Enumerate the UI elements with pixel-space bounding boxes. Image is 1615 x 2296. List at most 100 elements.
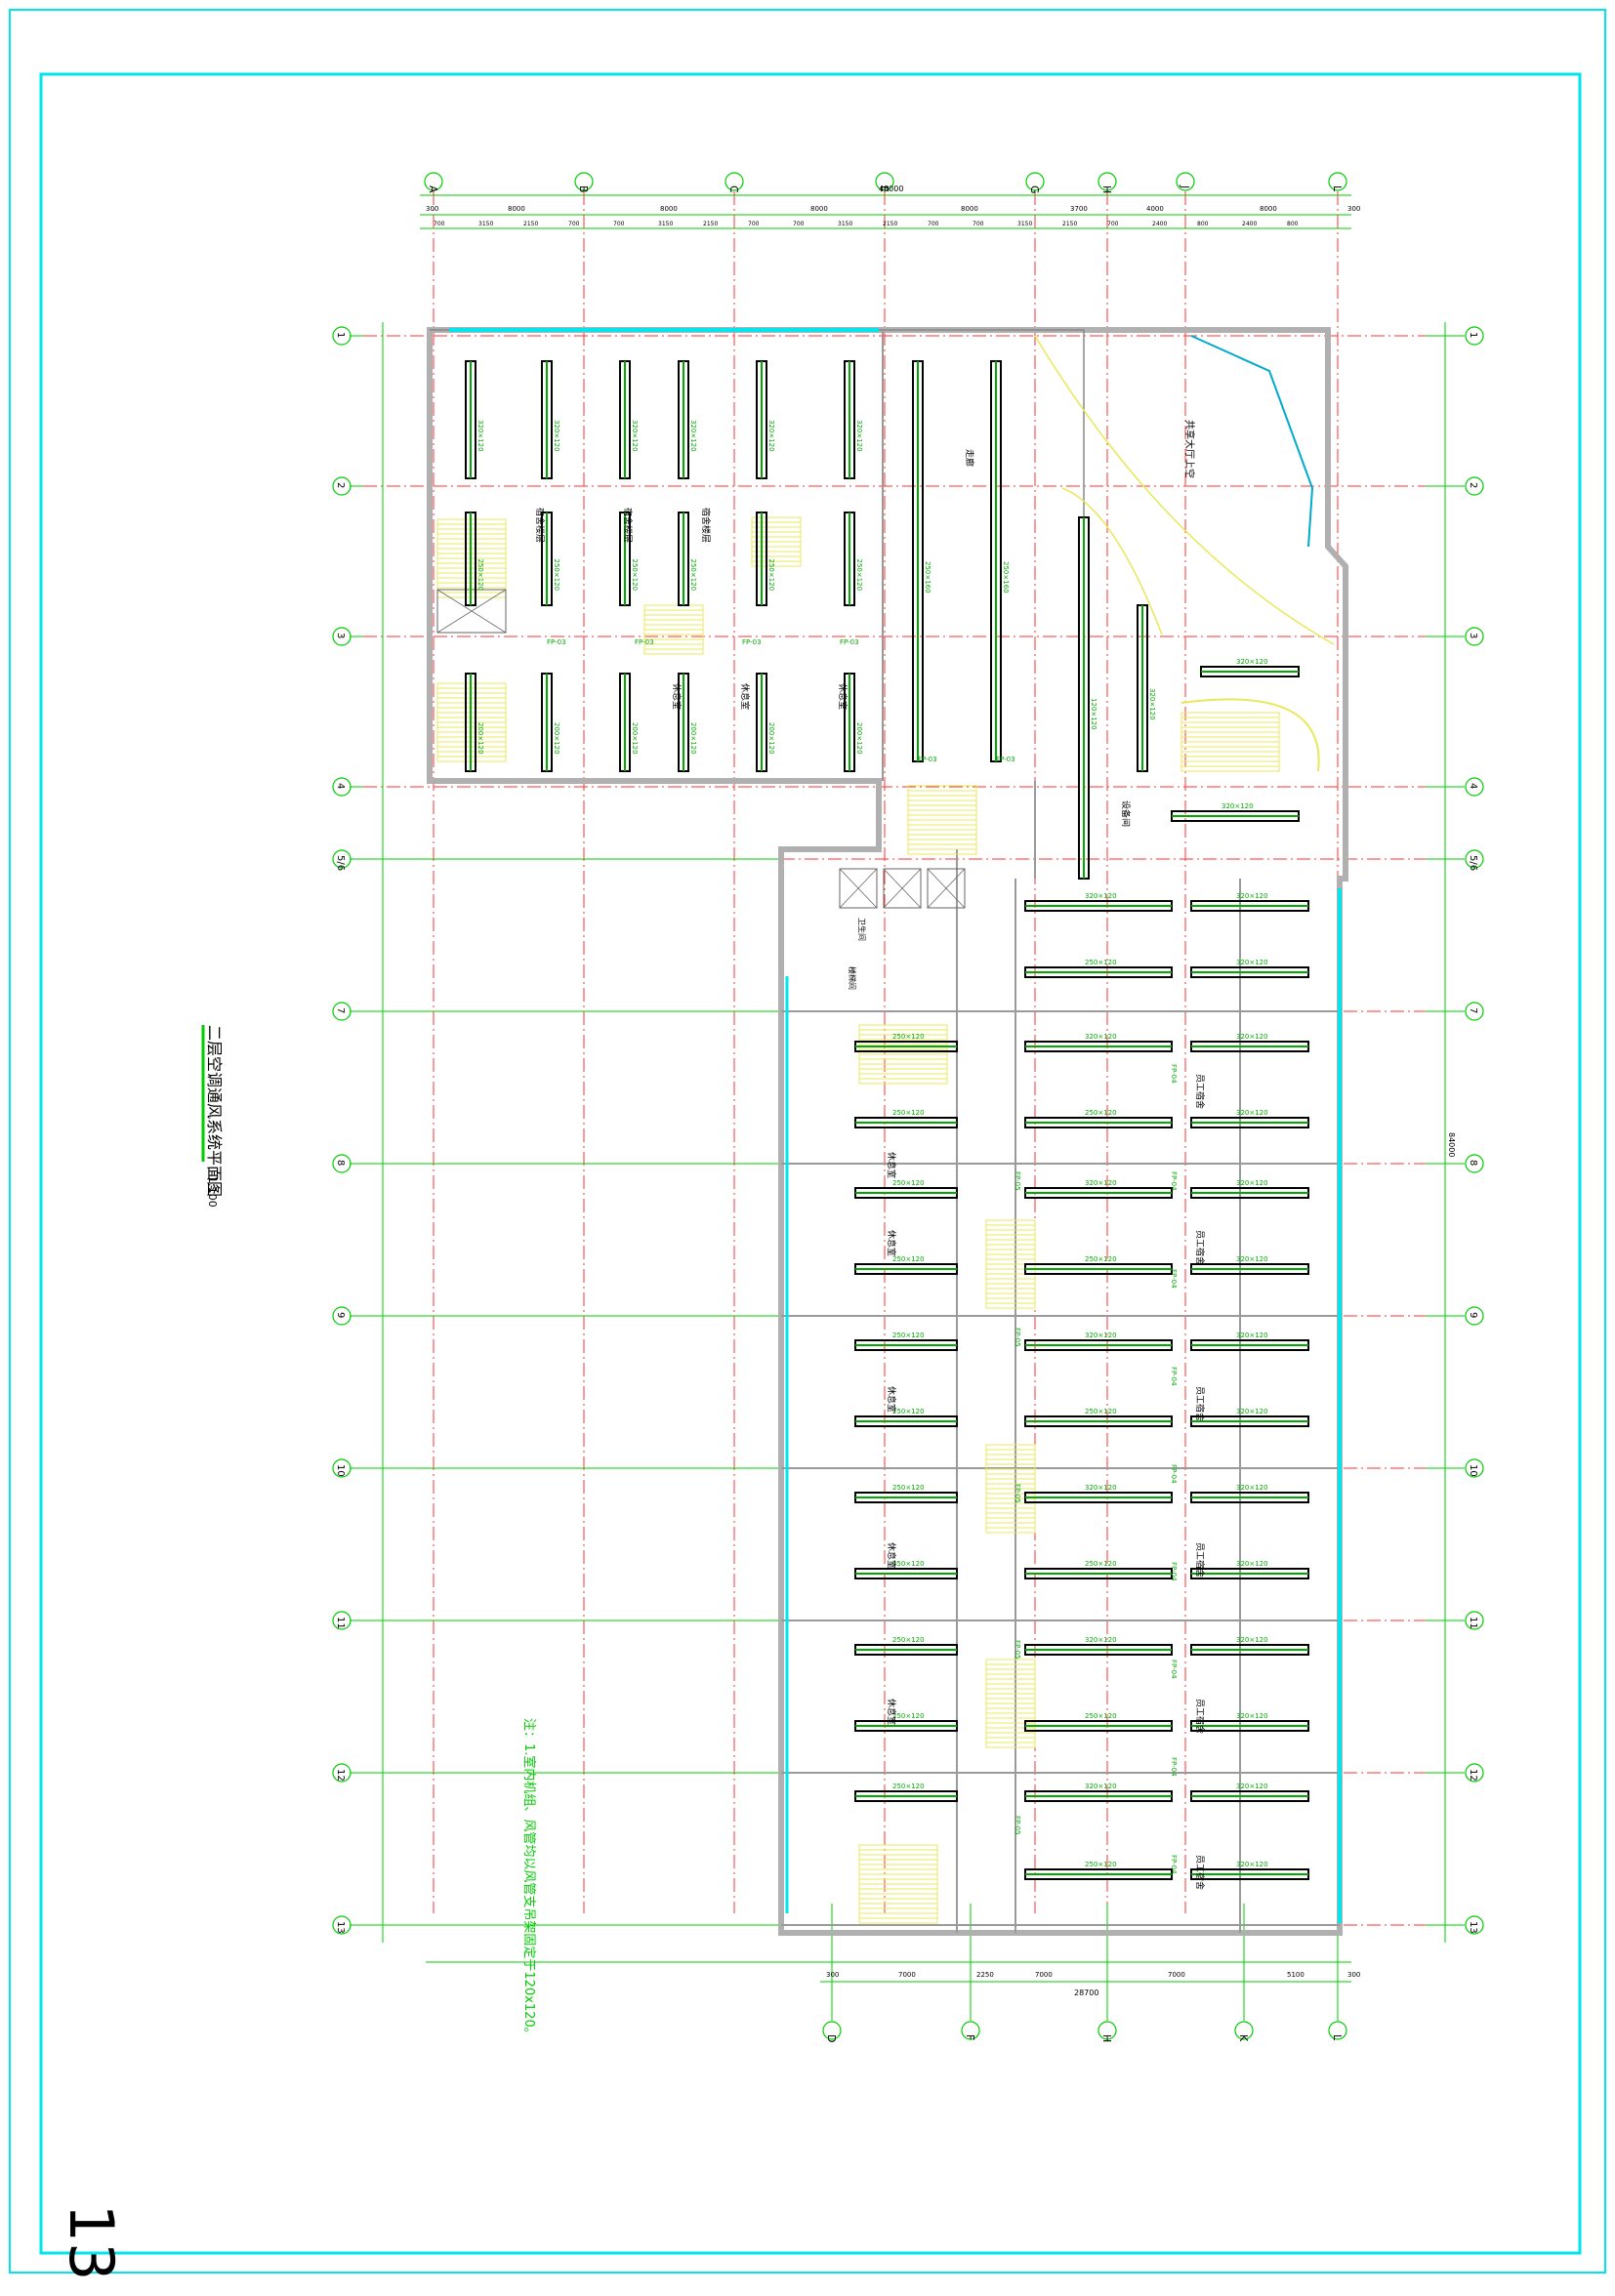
axis-label-left: 10 (335, 1464, 346, 1477)
stair-8 (985, 1659, 1036, 1748)
unit-tag-fp04: FP-04 (1170, 1464, 1178, 1484)
dim-top-text: 300 (426, 205, 438, 213)
unit-tag-fp04: FP-04 (1170, 1562, 1178, 1581)
dim-sub-text: 700 (568, 221, 580, 227)
duct-size-label: 200×120 (476, 722, 484, 755)
axis-label-top: C (727, 185, 740, 193)
duct-size-label: 250×120 (689, 559, 697, 592)
duct-top-row: 320×120 (678, 360, 697, 479)
unit-tag-fp04: FP-04 (1170, 1064, 1178, 1084)
axis-label-right: 8 (1468, 1160, 1478, 1166)
axis-bubble-left (332, 1915, 352, 1935)
stair-label: 楼梯间 (848, 966, 857, 990)
duct-size-label: 250×120 (892, 1484, 925, 1492)
duct-wing-far-east: 320×120 (1190, 959, 1309, 978)
duct-size-label: 250×120 (1085, 1712, 1117, 1720)
duct-size-label: 250×120 (892, 1783, 925, 1790)
corridor-label: 走廊 (964, 449, 975, 467)
equipment-label: 设备间 (1120, 800, 1132, 827)
duct-lobby: 320×120 (1171, 802, 1300, 822)
axis-label-right: 5/6 (1468, 855, 1478, 871)
axis-label-left: 1 (335, 332, 346, 338)
dim-top-text: 300 (1347, 205, 1360, 213)
duct-size-label: 320×120 (1236, 1332, 1268, 1339)
dim-top-text: 8000 (810, 205, 828, 213)
axis-bubble-right (1465, 1915, 1484, 1935)
duct-wing-east: 250×120 (1024, 959, 1173, 978)
duct-wing-far-east: 320×120 (1190, 1783, 1309, 1802)
axis-bubble-left (332, 476, 352, 496)
axis-label-top: A (427, 185, 439, 193)
duct-size-label: 250×120 (1085, 1861, 1117, 1868)
duct-size-label: 200×120 (767, 722, 775, 755)
duct-size-label: 320×120 (1236, 1783, 1268, 1790)
duct-size-label: 250×120 (1085, 1408, 1117, 1415)
page-number: 13 (56, 2203, 127, 2281)
axis-label-right: 12 (1468, 1769, 1478, 1782)
dim-sub-text: 2150 (1062, 221, 1077, 227)
axis-label-left: 12 (335, 1769, 346, 1782)
rest-label: 休息室 (886, 1386, 897, 1413)
axis-bubble-top (1097, 172, 1117, 191)
duct-wing-east: 320×120 (1024, 1783, 1173, 1802)
ducts: 320×120 250×120 200×120 320×120 250×120 200×1… (465, 360, 1309, 1880)
duct-size-label: 250×120 (892, 1408, 925, 1415)
duct-wing-west: 250×120 (854, 1636, 958, 1656)
axis-bubble-right (1465, 326, 1484, 346)
drawing-note: 注：1.室内机组、风管均以风管支吊架固定于120x120。 (521, 1718, 537, 2040)
duct-wing-east: 250×120 (1024, 1109, 1173, 1128)
duct-wing-west: 250×120 (854, 1560, 958, 1579)
axis-label-right: 1 (1468, 332, 1478, 338)
duct-wing-far-east: 320×120 (1190, 1712, 1309, 1732)
duct-wing-far-east: 320×120 (1190, 1861, 1309, 1880)
duct-size-label: 200×120 (855, 722, 863, 755)
unit-tag-fp04: FP-04 (1170, 1367, 1178, 1386)
unit-tag: FP-03 (996, 756, 1015, 763)
building-outline (427, 327, 1348, 1936)
duct-wing-east: 320×120 (1024, 1484, 1173, 1503)
axis-bubble-bottom (1328, 2021, 1347, 2040)
axis-label-top: L (1331, 185, 1344, 192)
elevator-shaft (883, 868, 922, 909)
dim-sub-text: 3150 (658, 221, 673, 227)
dim-top-text: 8000 (1260, 205, 1277, 213)
duct-wing-far-east: 320×120 (1190, 1408, 1309, 1427)
duct-size-label: 320×120 (1085, 1484, 1117, 1492)
elevator-x (883, 868, 922, 909)
axis-bubble-right (1465, 777, 1484, 797)
duct-wing-far-east: 320×120 (1190, 1332, 1309, 1351)
duct-top-row: 320×120 (541, 360, 560, 479)
dim-sub-text: 700 (928, 221, 939, 227)
round-stair-rail (1180, 698, 1320, 772)
axis-bubble-left (332, 627, 352, 646)
axis-label-left: 9 (335, 1312, 346, 1318)
duct-wing-west: 250×120 (854, 1109, 958, 1128)
duct-size-label: 320×120 (767, 420, 775, 452)
dim-bottom-total-text: 28700 (1074, 1988, 1098, 1997)
duct-wing-far-east: 320×120 (1190, 892, 1309, 912)
dim-sub-text: 3150 (838, 221, 852, 227)
duct-size-label: 320×120 (1236, 1636, 1268, 1644)
unit-tag-fp04: FP-04 (1170, 1269, 1178, 1289)
duct-wing-far-east: 320×120 (1190, 1033, 1309, 1052)
unit-tag-fp05: FP-05 (1014, 1484, 1021, 1503)
duct-size-label: 250×120 (892, 1560, 925, 1568)
duct-mid-row: 250×120 (756, 512, 775, 606)
dim-sub-text: 800 (1197, 221, 1209, 227)
axis-bubble-top (1025, 172, 1045, 191)
axis-bubble-bottom (961, 2021, 980, 2040)
dorm-label: 员工宿舍 (1194, 1855, 1206, 1890)
dim-right-total-text: 84000 (1447, 1132, 1456, 1157)
duct-size-label: 320×120 (476, 420, 484, 452)
duct-size-label: 320×120 (1236, 1484, 1268, 1492)
unit-tag-fp05: FP-05 (1014, 1328, 1021, 1347)
axis-label-right: 10 (1468, 1464, 1478, 1477)
duct-size-label: 250×120 (892, 1636, 925, 1644)
duct-low-row: 200×120 (465, 673, 484, 772)
duct-size-label: 320×120 (1236, 658, 1268, 666)
room-label: 休息室 (671, 683, 683, 710)
duct-size-label: 200×120 (689, 722, 697, 755)
